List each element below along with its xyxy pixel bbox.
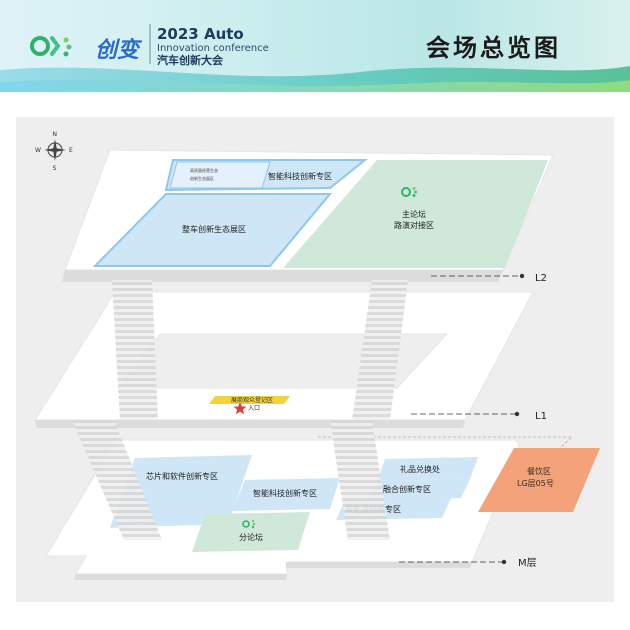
floor-l2: 高质量经营生态 创新生态展区 智能科技创新专区 整车创新生态展区 主论坛 路演对…	[62, 149, 554, 282]
zone-vehicle-ecosystem[interactable]	[92, 193, 333, 267]
staircase-right-lower[interactable]	[330, 420, 390, 540]
floor-m: 芯片和软件创新专区 智能科技创新专区 分论坛 礼品兑换处 融合创新专区 新能源创…	[45, 436, 600, 580]
staircase-left-upper[interactable]	[112, 280, 158, 420]
floor-l1-marker	[514, 411, 520, 417]
zone-fusion[interactable]	[369, 479, 470, 500]
floor-m-marker	[501, 559, 507, 565]
entrance-star-icon	[233, 402, 247, 415]
registration-area[interactable]	[209, 396, 290, 404]
page-title: 会场总览图	[426, 34, 561, 62]
staircase-right-upper[interactable]	[352, 280, 408, 420]
floor-l2-edge	[62, 270, 503, 282]
event-year-title: 2023 Auto	[157, 25, 244, 43]
zone-sub-forum-label: 分论坛	[239, 532, 263, 542]
zone-gift-redemption[interactable]	[377, 457, 478, 481]
zone-main-forum-label: 主论坛	[402, 209, 426, 219]
floor-l2-marker	[519, 273, 525, 279]
floor-labels: L2 L1 M层	[399, 273, 547, 569]
zone-m-smart-tech-label: 智能科技创新专区	[253, 488, 317, 498]
floor-m-label: M层	[518, 557, 537, 569]
header-wave-lower	[0, 79, 630, 92]
entrance-label: 入口	[248, 405, 260, 412]
floor-l2-label: L2	[535, 273, 547, 284]
compass-n-label: N	[53, 131, 58, 138]
main-forum-logo-icon	[401, 187, 417, 197]
compass-e-label: E	[69, 147, 73, 154]
zone-dining[interactable]	[478, 448, 600, 512]
zone-gift-label: 礼品兑换处	[400, 464, 440, 474]
zone-dining-location: LG层05号	[517, 479, 554, 488]
event-name-cn: 汽车创新大会	[157, 53, 224, 67]
zone-chip-software-label: 芯片和软件创新专区	[146, 471, 218, 481]
logo-calligraphy: 创变	[95, 37, 143, 63]
zone-sub-forum[interactable]	[192, 512, 310, 552]
floor-m-edge	[74, 574, 287, 580]
zone-main-forum[interactable]	[283, 160, 548, 268]
event-subtitle: Innovation conference	[157, 43, 269, 54]
staircase-left-lower[interactable]	[72, 420, 162, 540]
compass-needle-icon	[44, 139, 66, 161]
zone-fusion-label: 融合创新专区	[383, 484, 431, 494]
zone-l2-smart-tech-label: 智能科技创新专区	[268, 171, 332, 181]
zone-roadshow-label: 路演对接区	[394, 220, 434, 230]
brand-logo-icon	[30, 36, 72, 57]
compass: N S E W	[35, 131, 73, 172]
compass-s-label: S	[53, 165, 57, 172]
registration-label: 展商观众登记区	[231, 396, 273, 404]
forum-logo-icon	[242, 519, 256, 529]
zone-quality-ecosystem[interactable]	[169, 161, 271, 189]
floor-l1-label: L1	[535, 411, 547, 422]
floor-m-edge-right	[286, 562, 472, 568]
zone-quality-ecosystem-label-line1: 高质量经营生态	[190, 167, 218, 173]
zone-vehicle-ecosystem-label: 整车创新生态展区	[182, 224, 246, 234]
zone-m-smart-tech[interactable]	[232, 478, 340, 511]
staircases	[72, 280, 408, 540]
compass-w-label: W	[35, 147, 41, 154]
zone-dining-label: 餐饮区	[527, 466, 551, 476]
zone-quality-ecosystem-label-line2: 创新生态展区	[190, 175, 214, 181]
header: 创变 2023 Auto Innovation conference 汽车创新大…	[0, 0, 630, 92]
